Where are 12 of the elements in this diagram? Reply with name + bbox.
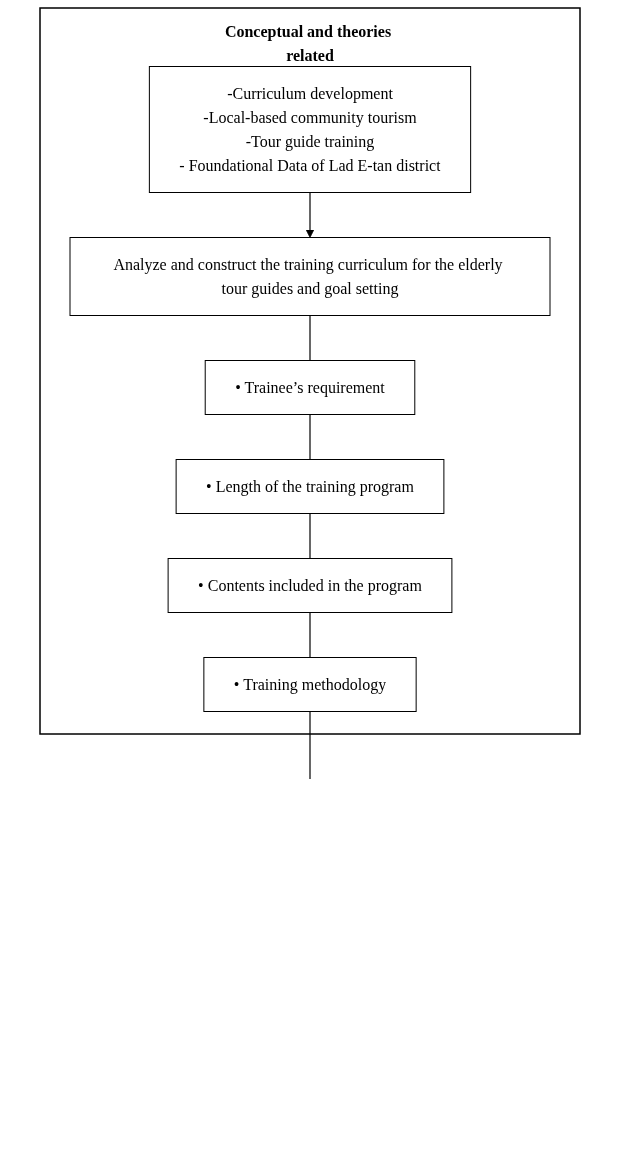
connector [309, 413, 311, 461]
node-box: • Trainee’s requirement [204, 360, 416, 415]
arrow [305, 191, 315, 238]
node-box: -Curriculum development -Local-based community tourism -Tour guide training - Foundational Data of Lad E-tan district [148, 66, 472, 193]
node-box: • Training methodology [203, 657, 417, 712]
node-box: • Contents included in the program [167, 558, 453, 613]
connector [309, 314, 311, 362]
connector [309, 710, 311, 780]
connector [309, 611, 311, 659]
connector [309, 512, 311, 560]
node-box: Analyze and construct the training curriculum for the elderly tour guides and goal setting [69, 237, 551, 316]
node-box: • Length of the training program [175, 459, 445, 514]
